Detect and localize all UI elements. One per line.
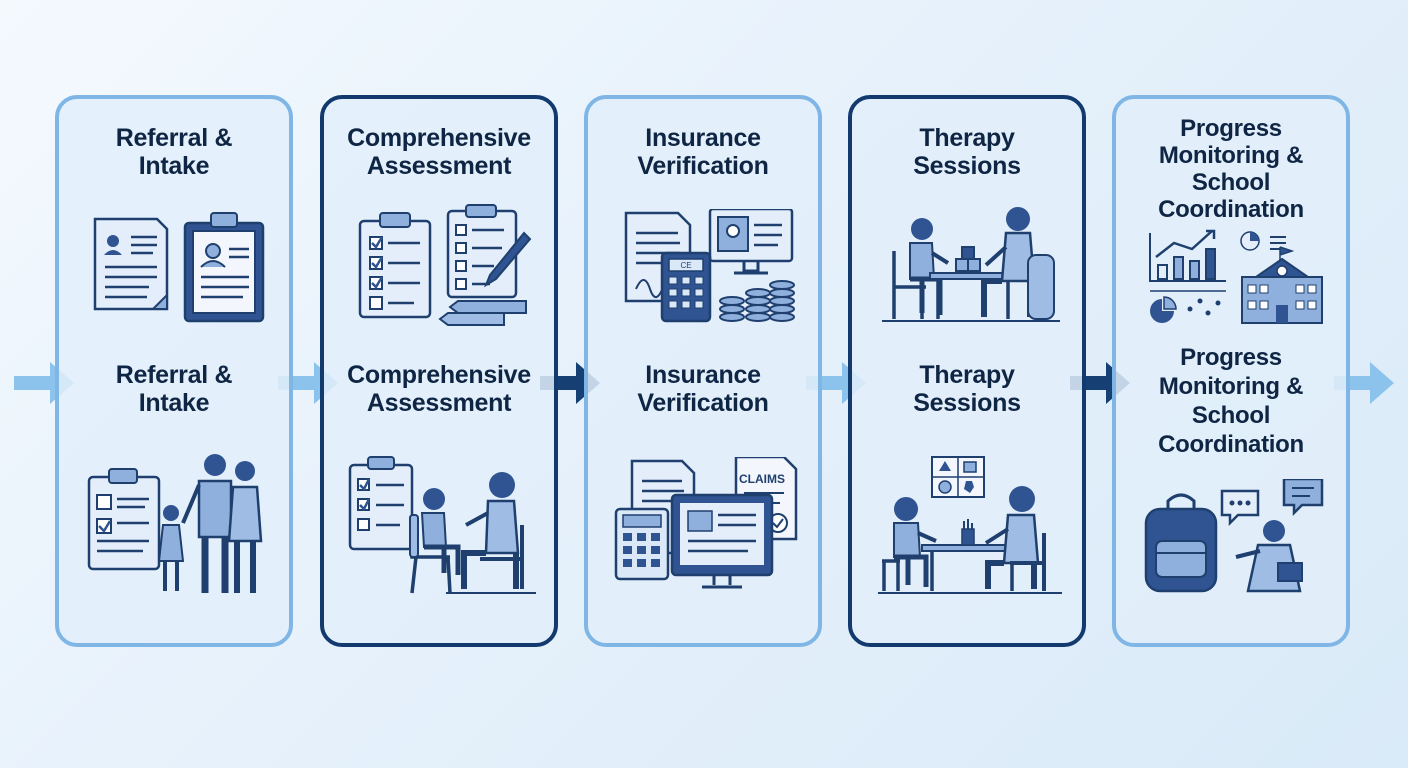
step-title-repeat: Therapy Sessions — [913, 361, 1021, 417]
progress-charts-school-icon — [1149, 229, 1323, 324]
step-card-referral-intake: Referral & Intake Referral & Intake — [55, 95, 293, 647]
step-card-comprehensive-assessment: Comprehensive Assessment Comprehensive A… — [320, 95, 558, 647]
calculator-display: CE — [680, 261, 691, 270]
step-title: Progress Monitoring & School Coordinatio… — [1158, 115, 1304, 223]
step-title-repeat: Progress Monitoring & School Coordinatio… — [1158, 344, 1304, 458]
school-coordination-icon — [1144, 479, 1324, 593]
claims-label: CLAIMS — [739, 472, 785, 486]
step-card-insurance-verification: Insurance Verification CE Insurance Veri… — [584, 95, 822, 647]
step-card-progress-monitoring: Progress Monitoring & School Coordinatio… — [1112, 95, 1350, 647]
step-title-repeat: Comprehensive Assessment — [347, 361, 531, 417]
family-intake-icon — [87, 454, 263, 593]
step-title: Therapy Sessions — [913, 124, 1021, 180]
intake-forms-icon — [93, 212, 265, 323]
child-assessment-scene-icon — [348, 456, 536, 594]
therapy-session-scene-icon — [878, 456, 1062, 594]
step-title: Insurance Verification — [637, 124, 769, 180]
step-title-repeat: Referral & Intake — [115, 361, 233, 417]
billing-documents-icon: CE — [624, 209, 795, 323]
step-title-repeat: Insurance Verification — [637, 361, 769, 417]
step-title: Referral & Intake — [115, 124, 233, 180]
flow-arrow-exit — [1334, 362, 1394, 404]
assessment-checklists-icon — [358, 204, 532, 326]
step-title: Comprehensive Assessment — [347, 124, 531, 180]
claims-processing-icon: CLAIMS — [614, 457, 798, 589]
therapy-table-scene-icon — [882, 207, 1060, 322]
step-card-therapy-sessions: Therapy Sessions Therapy Sessions — [848, 95, 1086, 647]
